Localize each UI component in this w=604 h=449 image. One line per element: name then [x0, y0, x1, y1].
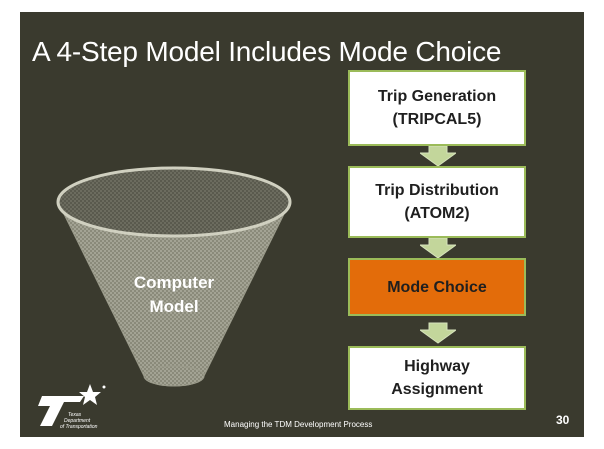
funnel-top: [56, 166, 292, 238]
logo-text-line3: of Transportation: [60, 424, 98, 430]
down-arrow-icon: [420, 238, 456, 258]
txdot-logo: Texas Department of Transportation: [38, 384, 106, 430]
step-trip-distribution-line2: (ATOM2): [404, 205, 470, 222]
slide-footer: Managing the TDM Development Process: [224, 420, 373, 429]
step-highway-assignment: Highway Assignment: [348, 346, 526, 410]
step-trip-distribution-line1: Trip Distribution: [375, 182, 499, 199]
step-mode-choice-label: Mode Choice: [387, 278, 487, 296]
page-number: 30: [556, 413, 570, 427]
funnel-label-line1: Computer: [133, 273, 215, 292]
step-trip-generation-line1: Trip Generation: [377, 88, 497, 105]
funnel-graphic: [56, 166, 292, 387]
slide-title: A 4-Step Model Includes Mode Choice: [32, 36, 502, 67]
down-arrow-icon: [420, 322, 456, 344]
step-trip-generation-line2: (TRIPCAL5): [392, 111, 482, 128]
logo-text-line1: Texas: [68, 412, 82, 418]
step-highway-assignment-line2: Assignment: [391, 381, 483, 398]
down-arrow-icon: [420, 146, 456, 166]
step-highway-assignment-line1: Highway: [404, 358, 470, 375]
step-trip-generation: Trip Generation (TRIPCAL5): [348, 70, 526, 146]
funnel-label: Computer Model: [56, 271, 292, 319]
step-trip-distribution: Trip Distribution (ATOM2): [348, 166, 526, 238]
funnel-label-line2: Model: [149, 297, 199, 316]
logo-text-line2: Department: [64, 418, 91, 424]
star-icon: [79, 384, 101, 405]
step-mode-choice: Mode Choice: [348, 258, 526, 316]
funnel-bottom: [143, 365, 205, 387]
slide: A 4-Step Model Includes Mode Choice Comp…: [20, 12, 584, 437]
